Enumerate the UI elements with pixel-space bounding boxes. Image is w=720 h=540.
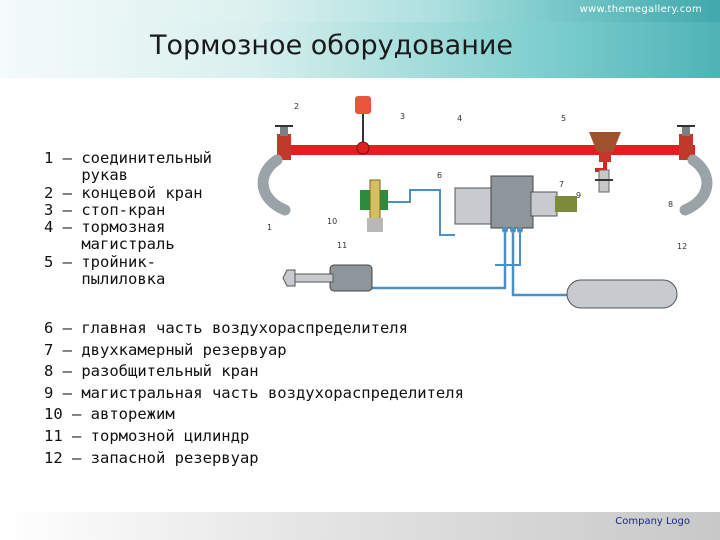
part-number: 2 xyxy=(294,102,299,111)
company-logo: Company Logo xyxy=(615,516,690,527)
legend-item: 11 – тормозной цилиндр xyxy=(44,426,250,445)
part-number: 6 xyxy=(437,171,442,180)
auxiliary-reservoir xyxy=(566,279,678,309)
part-number: 11 xyxy=(337,241,347,250)
end-cock-left xyxy=(275,125,293,160)
legend-item: 9 – магистральная часть воздухораспредел… xyxy=(44,383,464,402)
legend-item: рукав xyxy=(44,166,128,185)
brake-diagram: 1 2 3 4 5 6 7 8 9 10 11 12 xyxy=(257,96,713,309)
air-distributor xyxy=(454,175,577,233)
brake-cylinder xyxy=(282,264,373,292)
dust-catcher-tee xyxy=(589,132,621,162)
isolating-cock xyxy=(595,169,613,193)
site-url[interactable]: www.themegallery.com xyxy=(579,4,702,15)
legend-item: 8 – разобщительный кран xyxy=(44,362,259,381)
part-number: 4 xyxy=(457,114,462,123)
part-number: 5 xyxy=(561,114,566,123)
air-line-cylinder xyxy=(348,233,507,290)
legend-item: 7 – двухкамерный резервуар xyxy=(44,340,287,359)
part-number: 8 xyxy=(668,200,673,209)
stop-valve xyxy=(355,96,371,155)
brake-pipe xyxy=(283,145,695,155)
autoregime xyxy=(360,179,388,232)
footer-bar xyxy=(0,512,720,540)
air-line-chamber xyxy=(495,233,521,266)
part-number: 12 xyxy=(677,242,687,251)
legend-item: пылиловка xyxy=(44,270,166,289)
part-number: 7 xyxy=(559,180,564,189)
part-number: 3 xyxy=(400,112,405,121)
legend-item: 6 – главная часть воздухораспределителя xyxy=(44,319,408,337)
legend-item: 1 – соединительный xyxy=(44,149,212,167)
legend-item: 2 – концевой кран xyxy=(44,183,203,202)
legend-list-bottom: 6 – главная часть воздухораспределителя … xyxy=(44,318,464,469)
legend-item: 12 – запасной резервуар xyxy=(44,448,259,467)
end-cock-right xyxy=(677,125,695,160)
header-top-band xyxy=(0,0,720,22)
air-line-reservoir xyxy=(511,233,567,297)
hose-right xyxy=(679,154,713,216)
part-number: 9 xyxy=(576,191,581,200)
legend-list-top: 1 – соединительный рукав 2 – концевой кр… xyxy=(44,149,212,289)
legend-item: 3 – стоп-кран xyxy=(44,200,166,219)
page-title: Тормозное оборудование xyxy=(150,30,514,61)
legend-item: 5 – тройник- xyxy=(44,252,156,271)
hose-left xyxy=(257,154,291,216)
air-line-autoregime xyxy=(385,189,455,236)
header-banner xyxy=(0,0,720,78)
legend-item: 10 – авторежим xyxy=(44,405,175,424)
legend-item: 4 – тормозная xyxy=(44,218,166,237)
part-number: 1 xyxy=(267,223,272,232)
legend-item: магистраль xyxy=(44,235,175,254)
part-number: 10 xyxy=(327,217,337,226)
